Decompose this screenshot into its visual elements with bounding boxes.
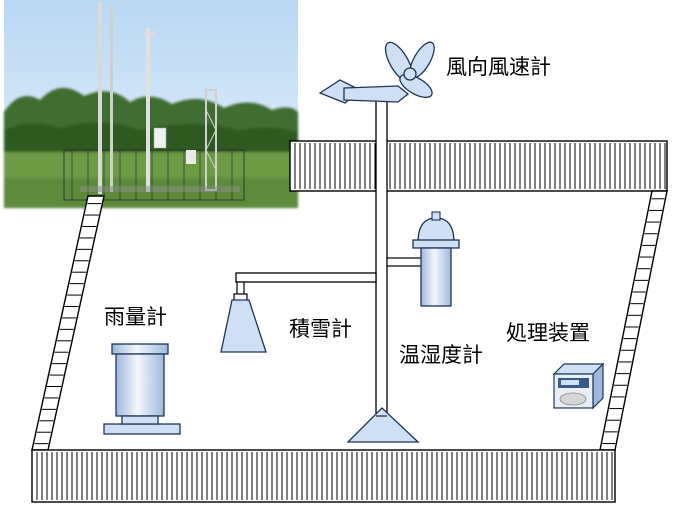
weather-station-photo — [4, 0, 298, 208]
anemometer-label: 風向風速計 — [446, 55, 551, 79]
snow-gauge-label: 積雪計 — [289, 317, 352, 341]
processor-label: 処理装置 — [506, 321, 590, 345]
anemometer-instrument — [318, 41, 435, 104]
processor-instrument — [552, 362, 605, 410]
snow-gauge-instrument — [220, 272, 377, 353]
enclosure-fence — [31, 140, 668, 503]
rain-gauge-instrument — [103, 343, 181, 435]
thermohygrometer-instrument — [386, 211, 460, 307]
thermohygrometer-label: 温湿度計 — [399, 343, 483, 367]
rain-gauge-label: 雨量計 — [104, 305, 167, 329]
